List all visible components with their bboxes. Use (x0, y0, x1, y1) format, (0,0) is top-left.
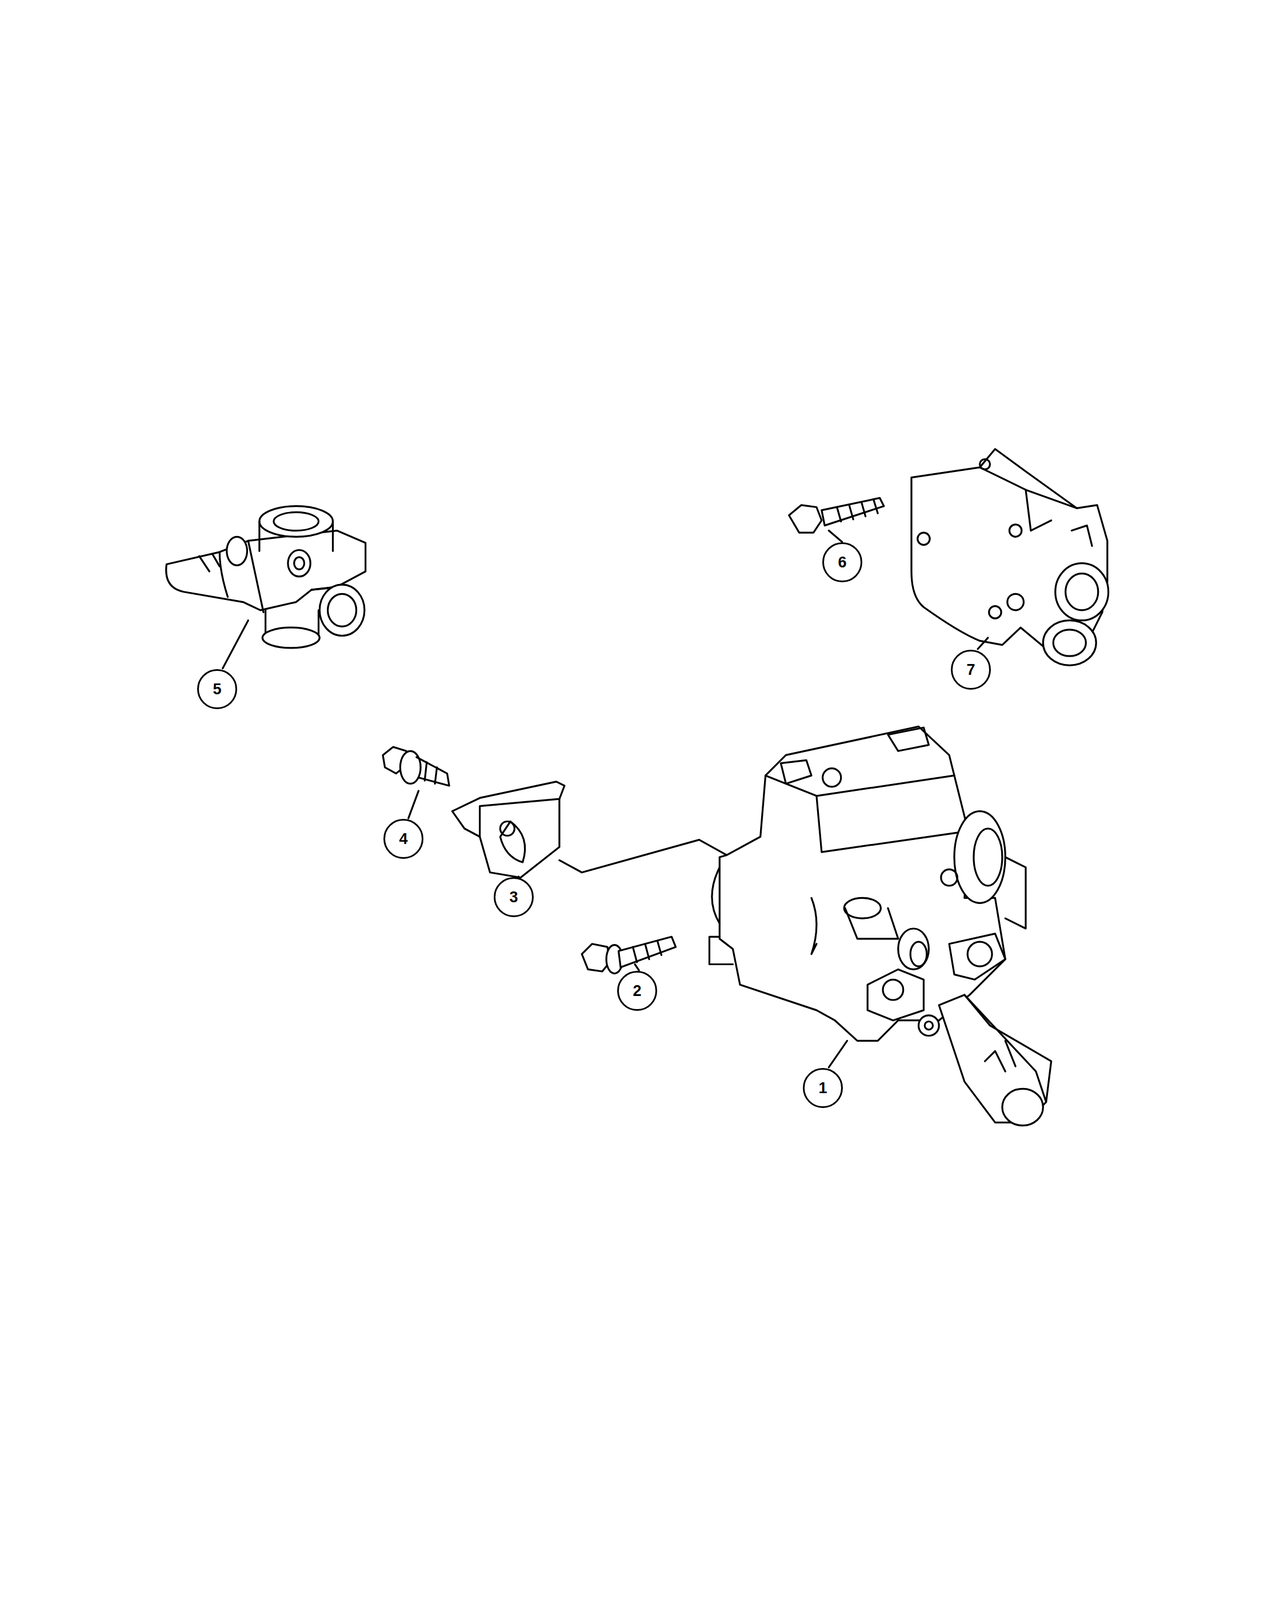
callout-number: 2 (617, 970, 658, 1011)
callout-number: 5 (197, 669, 238, 710)
callout-number: 3 (493, 877, 534, 918)
callout-number: 7 (950, 649, 991, 690)
callout-number: 6 (822, 542, 863, 583)
bolt (789, 497, 884, 542)
pump-cover (911, 449, 1109, 666)
bolt (581, 936, 676, 974)
callout-number: 4 (383, 818, 424, 859)
injection-pump (709, 726, 1051, 1126)
bracket (452, 781, 727, 883)
bolt (382, 746, 450, 819)
valve-part (166, 506, 366, 669)
callout-number: 1 (802, 1068, 843, 1108)
